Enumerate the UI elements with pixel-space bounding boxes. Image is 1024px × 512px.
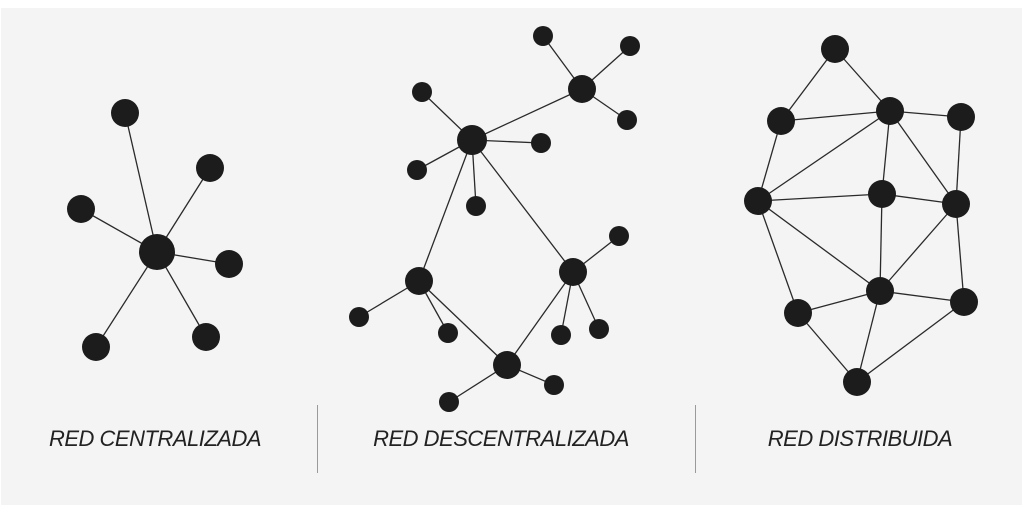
edge (757, 200, 799, 314)
node (744, 187, 772, 215)
network-centralized (67, 99, 243, 361)
node (412, 82, 432, 102)
node (466, 196, 486, 216)
node (111, 99, 139, 127)
edge (955, 203, 965, 303)
node (215, 250, 243, 278)
node (139, 234, 175, 270)
node (196, 154, 224, 182)
node (868, 180, 896, 208)
label-decentralized: RED DESCENTRALIZADA (373, 426, 629, 451)
node (617, 110, 637, 130)
edge (471, 139, 574, 273)
edge (879, 203, 957, 292)
node (533, 26, 553, 46)
edge (418, 280, 508, 366)
node (876, 97, 904, 125)
node (407, 160, 427, 180)
node (544, 375, 564, 395)
node (609, 226, 629, 246)
network-decentralized (349, 26, 640, 412)
node (821, 35, 849, 63)
edge (780, 110, 891, 122)
edge (418, 139, 473, 282)
edge (879, 193, 883, 292)
edge (757, 110, 891, 202)
label-centralized: RED CENTRALIZADA (48, 426, 262, 451)
node (192, 323, 220, 351)
label-distributed: RED DISTRIBUIDA (767, 426, 953, 451)
node (568, 75, 596, 103)
node (784, 299, 812, 327)
node (620, 36, 640, 56)
node (438, 323, 458, 343)
node (559, 258, 587, 286)
node (843, 368, 871, 396)
edge (506, 271, 574, 366)
edge (797, 290, 881, 314)
node (531, 133, 551, 153)
edge (471, 88, 583, 141)
edge (780, 48, 836, 122)
node (405, 267, 433, 295)
edge (95, 251, 158, 348)
node (866, 277, 894, 305)
edge (856, 301, 965, 383)
node (947, 103, 975, 131)
node (439, 392, 459, 412)
edge (757, 200, 881, 292)
edge (879, 290, 965, 303)
node (82, 333, 110, 361)
node (950, 288, 978, 316)
edge (889, 110, 957, 205)
node (767, 107, 795, 135)
divider (317, 405, 318, 473)
node (942, 190, 970, 218)
node (457, 125, 487, 155)
edge (856, 290, 881, 383)
node (349, 307, 369, 327)
edge (124, 112, 158, 253)
edge (955, 116, 962, 205)
edge (757, 193, 883, 202)
node (589, 319, 609, 339)
network-distributed (744, 35, 978, 396)
divider (695, 405, 696, 473)
node (551, 325, 571, 345)
node (67, 195, 95, 223)
edge (797, 312, 858, 383)
node (493, 351, 521, 379)
